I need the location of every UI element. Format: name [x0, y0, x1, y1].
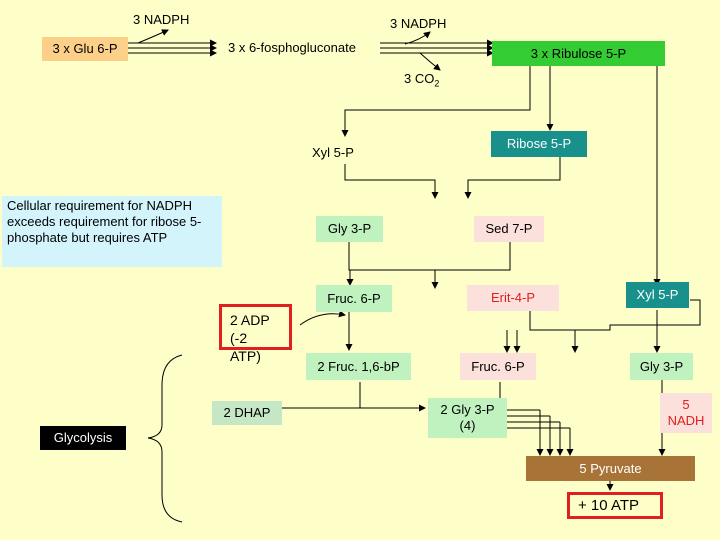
xyl5p-left-label: Xyl 5-P [312, 145, 354, 160]
glycolysis-brace [147, 354, 183, 523]
sed-to-erit [346, 242, 511, 286]
xyl5p-right-box: Xyl 5-P [626, 282, 689, 308]
gly3p-left-box: Gly 3-P [316, 216, 383, 242]
adp-line1: 2 ADP [230, 312, 270, 328]
pyruvate-box: 5 Pyruvate [526, 456, 695, 481]
co2-branch [419, 52, 441, 71]
erit4p-box: Erit-4-P [467, 285, 559, 311]
nadh-line2: NADH [667, 413, 705, 428]
fruc16bp-box: 2 Fruc. 1,6-bP [306, 353, 411, 380]
glu6p-box: 3 x Glu 6-P [42, 37, 128, 61]
adp-cost-box: 2 ADP (-2 ATP) [219, 304, 292, 364]
atp-yield-box: + 10 ATP [567, 492, 663, 519]
nadh-line1: 5 [682, 397, 690, 412]
fruc6p-left-box: Fruc. 6-P [316, 285, 392, 312]
gly3p-center-box: 2 Gly 3-P (4) [428, 398, 507, 438]
nadph-label-right: 3 NADPH [390, 16, 447, 31]
ribose5p-box: Ribose 5-P [491, 131, 587, 157]
ru-to-xyl [341, 66, 531, 137]
dhap-box: 2 DHAP [212, 401, 282, 425]
gly3p-center-line2: (4) [459, 418, 476, 433]
gly3p-to-fruc [348, 242, 439, 289]
sed7p-box: Sed 7-P [474, 216, 544, 242]
erit-to-fruc6p-right [529, 299, 701, 331]
adp-line2: (-2 ATP) [230, 330, 261, 364]
phosphogluconate-label: 3 x 6-fosphogluconate [228, 40, 356, 55]
glycolysis-box: Glycolysis [40, 426, 126, 450]
nadph-branch-right [404, 31, 431, 45]
ribose-to-sed [464, 157, 561, 199]
ribulose-box: 3 x Ribulose 5-P [492, 41, 665, 66]
xyl-to-gly3p [344, 164, 439, 199]
nadph-label-left: 3 NADPH [133, 12, 190, 27]
nadph-branch-left [137, 29, 169, 44]
fruc6p-right-box: Fruc. 6-P [460, 353, 536, 380]
gly3p-center-line1: 2 Gly 3-P [440, 402, 495, 417]
nadh-box: 5 NADH [660, 393, 712, 433]
gly3p-right-box: Gly 3-P [630, 353, 693, 380]
atp-consumption-curve [299, 310, 346, 326]
co2-label: 3 CO2 [404, 71, 440, 89]
nadph-requirement-note: Cellular requirement for NADPH exceeds r… [2, 196, 222, 267]
